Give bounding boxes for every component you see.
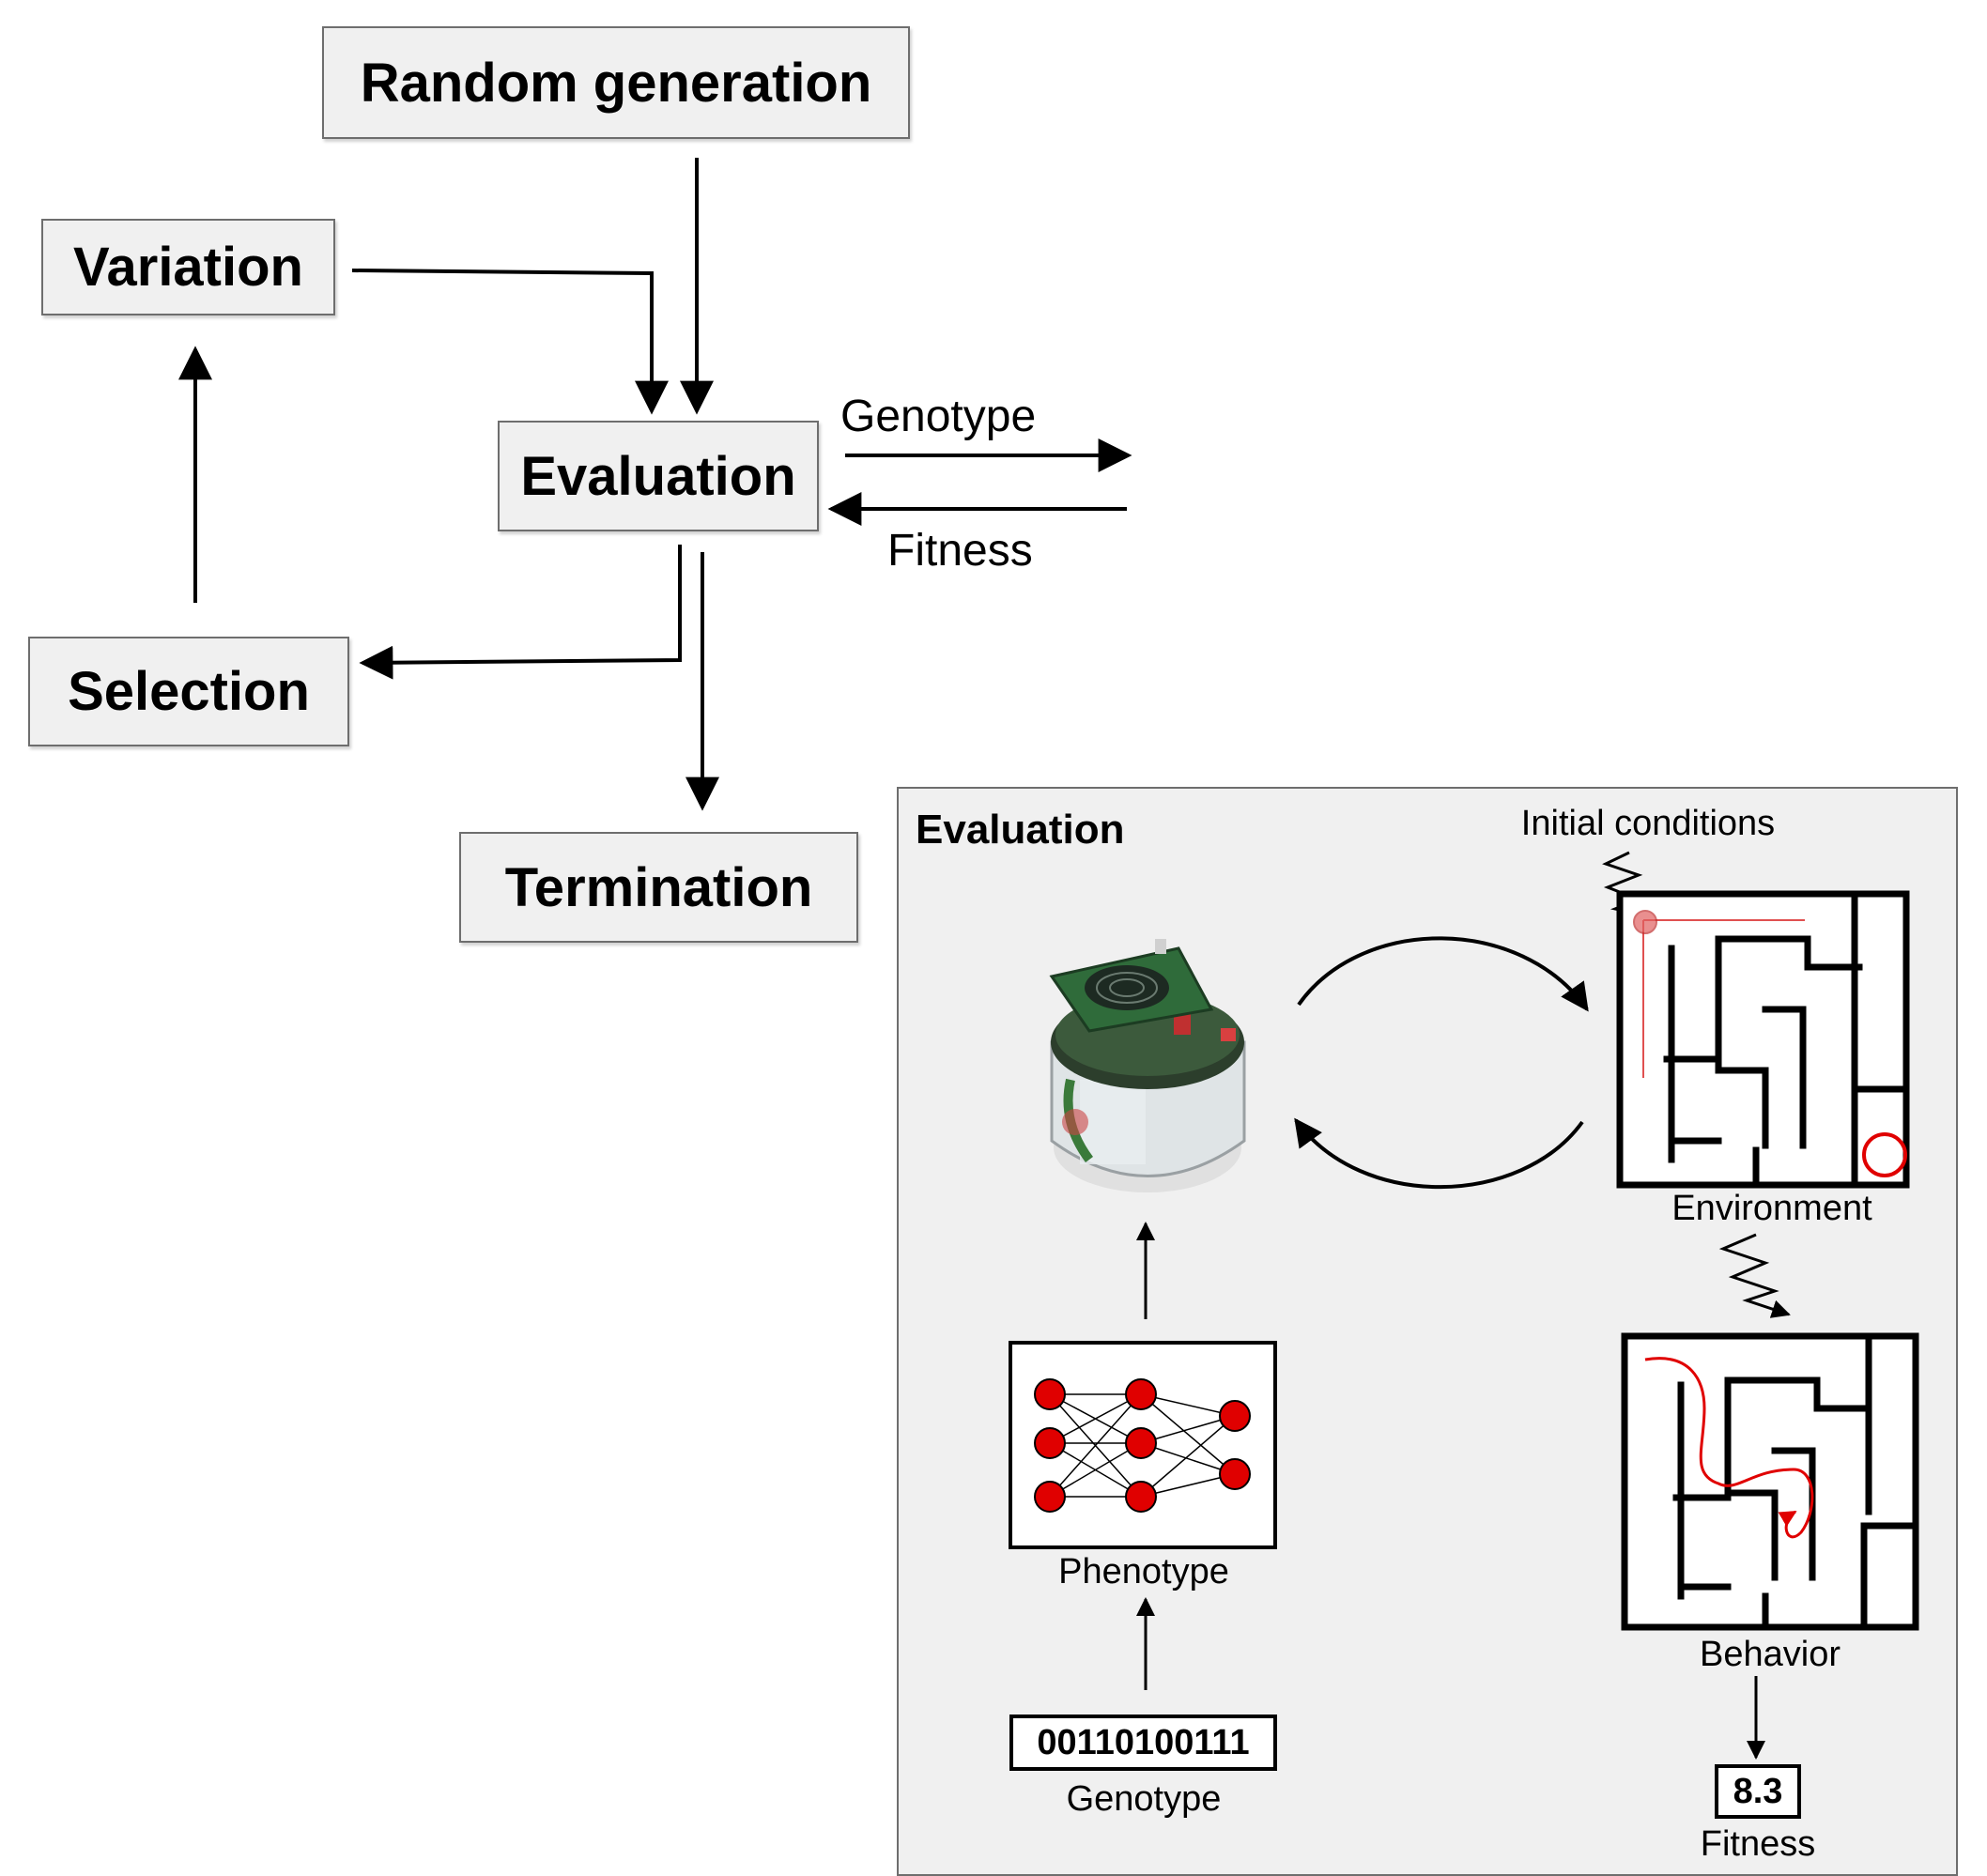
input-node (1034, 1378, 1066, 1410)
random-generation-label: Random generation (360, 52, 872, 114)
fitness-value-box: 8.3 (1715, 1764, 1801, 1819)
main-flow-arrows (178, 158, 1132, 811)
behavior-maze (1621, 1332, 1919, 1631)
output-node (1219, 1400, 1251, 1432)
termination-label: Termination (504, 856, 813, 918)
evaluation-label: Evaluation (520, 445, 796, 507)
fitness-edge-label: Fitness (887, 526, 1033, 576)
variation-label: Variation (73, 237, 303, 298)
genotype-label: Genotype (1066, 1779, 1222, 1819)
genotype-value: 00110100111 (1037, 1722, 1250, 1762)
environment-maze (1616, 890, 1910, 1189)
fitness-value: 8.3 (1733, 1771, 1783, 1811)
variation-box: Variation (41, 219, 335, 315)
input-node (1034, 1481, 1066, 1513)
initial-conditions-label: Initial conditions (1520, 804, 1776, 843)
arrow-environment-to-robot (1294, 1117, 1584, 1190)
hidden-node (1125, 1481, 1157, 1513)
phenotype-network (1009, 1341, 1277, 1549)
genotype-value-box: 00110100111 (1009, 1715, 1277, 1771)
environment-label: Environment (1671, 1189, 1872, 1228)
genotype-edge-label: Genotype (840, 392, 1037, 441)
arrow-evaluation-to-selection (359, 545, 682, 680)
hidden-node (1125, 1378, 1157, 1410)
initial-conditions-zigzag (1602, 851, 1647, 921)
termination-box: Termination (459, 832, 858, 943)
goal-marker (1862, 1132, 1907, 1177)
fitness-label: Fitness (1700, 1824, 1816, 1864)
behavior-trajectory (1644, 1357, 1814, 1539)
environment-initial-markers (1633, 910, 1907, 1177)
evaluation-box: Evaluation (498, 421, 819, 531)
arrow-variation-to-evaluation (351, 269, 669, 415)
input-node (1034, 1427, 1066, 1459)
selection-box: Selection (28, 637, 349, 746)
phenotype-label: Phenotype (1058, 1552, 1229, 1592)
arrow-robot-to-environment (1297, 936, 1589, 1012)
environment-behavior-zigzag (1718, 1233, 1791, 1318)
hidden-node (1125, 1427, 1157, 1459)
robot-environment-loop (1294, 936, 1589, 1190)
evaluation-panel-title: Evaluation (916, 807, 1125, 853)
robot-image (1049, 939, 1246, 1192)
selection-label: Selection (68, 661, 310, 722)
random-generation-box: Random generation (322, 26, 910, 139)
output-node (1219, 1458, 1251, 1490)
behavior-label: Behavior (1700, 1635, 1841, 1674)
